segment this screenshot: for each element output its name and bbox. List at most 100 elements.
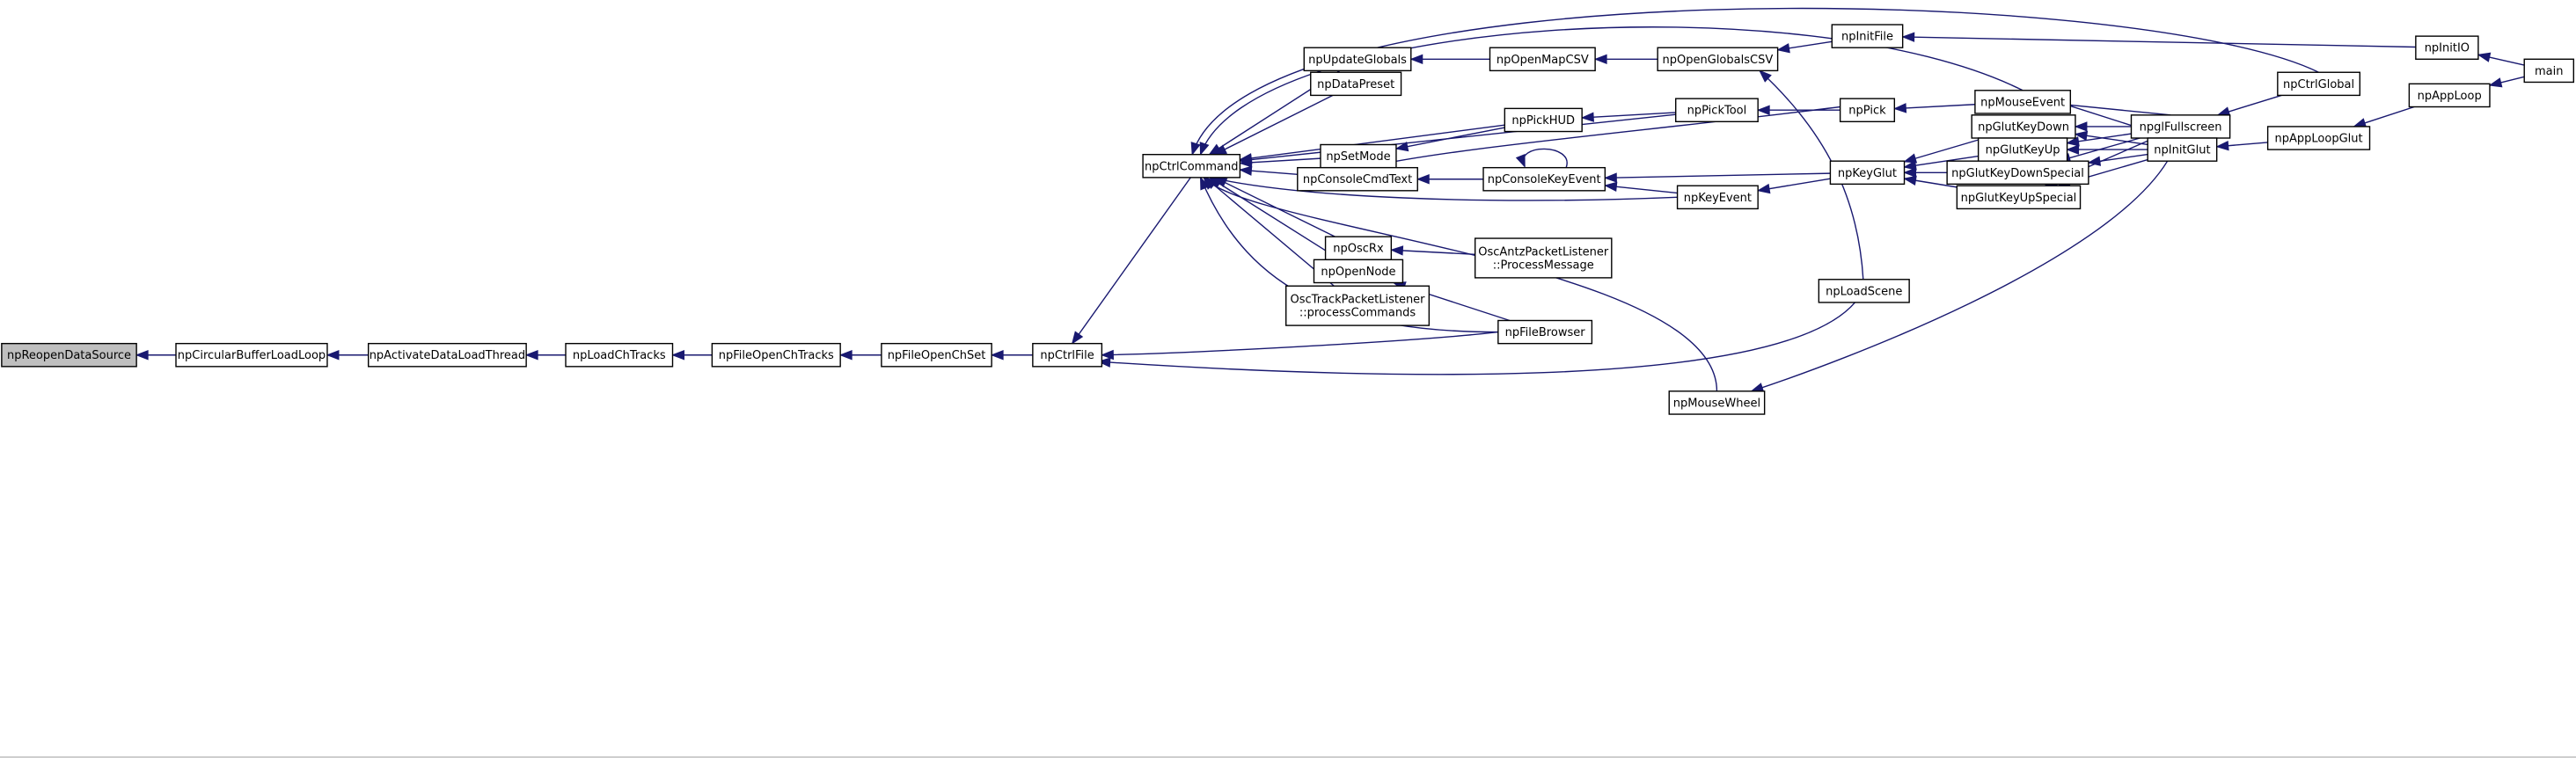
edge-arrowhead <box>1903 153 1918 164</box>
node-label: npKeyEvent <box>1684 192 1752 205</box>
node-box <box>1956 185 2082 210</box>
node-box <box>565 342 674 368</box>
node-npReopenDataSource[interactable]: npReopenDataSource <box>1 342 137 368</box>
edge-arrowhead <box>1238 154 1253 165</box>
node-npOpenMapCSV[interactable]: npOpenMapCSV <box>1489 47 1596 72</box>
edge-arrowhead <box>838 350 853 361</box>
node-npCtrlFile[interactable]: npCtrlFile <box>1032 342 1103 368</box>
edge-arrowhead <box>1756 105 1770 115</box>
node-box <box>1946 160 2089 186</box>
node-box <box>2277 71 2361 97</box>
node-npPick[interactable]: npPick <box>1839 98 1896 123</box>
edge-npConsoleKeyEvent-to-npConsoleCmdText <box>1416 174 1484 185</box>
edge-arrowhead <box>2066 144 2080 155</box>
node-box <box>1504 107 1583 133</box>
node-npOpenNode[interactable]: npOpenNode <box>1313 259 1404 284</box>
node-npFileBrowser[interactable]: npFileBrowser <box>1497 319 1593 345</box>
node-label: npOscRx <box>1333 243 1384 256</box>
node-npConsoleKeyEvent[interactable]: npConsoleKeyEvent <box>1482 166 1606 192</box>
edge-line <box>1098 302 1855 375</box>
node-label: npActivateDataLoadThread <box>370 349 525 362</box>
edge-npGlutKeyUp-to-npKeyGlut <box>1903 155 1979 171</box>
node-box <box>1032 342 1103 368</box>
edge-arrowhead <box>1515 153 1526 168</box>
edge-line <box>1072 177 1191 345</box>
node-npPickHUD[interactable]: npPickHUD <box>1504 107 1583 133</box>
edge-npCtrlGlobal-to-npCtrlCommand <box>1190 7 2319 157</box>
node-npGlutKeyUp[interactable]: npGlutKeyUp <box>1977 137 2068 162</box>
edge-npOpenMapCSV-to-npUpdateGlobals <box>1409 54 1490 65</box>
edge-line <box>1101 331 1498 356</box>
node-npGlutKeyDown[interactable]: npGlutKeyDown <box>1971 114 2076 139</box>
node-npDataPreset[interactable]: npDataPreset <box>1310 71 1402 97</box>
edge-npInitGlut-to-npGlutKeyUp <box>2066 144 2148 155</box>
node-label: npConsoleKeyEvent <box>1488 173 1601 186</box>
edge-arrowhead <box>990 350 1004 361</box>
edge-npActivateDataLoadThread-to-npCircularBufferLoadLoop <box>326 350 369 361</box>
node-npglFullscreen[interactable]: npglFullscreen <box>2130 114 2231 139</box>
node-npKeyGlut[interactable]: npKeyGlut <box>1829 160 1906 186</box>
node-label: npPickTool <box>1687 105 1747 118</box>
node-npCircularBufferLoadLoop[interactable]: npCircularBufferLoadLoop <box>175 342 328 368</box>
node-box <box>1320 143 1397 169</box>
edge-line <box>1605 185 1678 194</box>
node-box <box>1829 160 1906 186</box>
node-npOpenGlobalsCSV[interactable]: npOpenGlobalsCSV <box>1657 47 1779 72</box>
node-npLoadChTracks[interactable]: npLoadChTracks <box>565 342 674 368</box>
node-OscTrackPacketListener[interactable]: OscTrackPacketListener::processCommands <box>1285 285 1431 326</box>
node-npKeyEvent[interactable]: npKeyEvent <box>1676 185 1759 210</box>
node-box <box>2415 35 2479 60</box>
node-main[interactable]: main <box>2523 58 2574 84</box>
node-box <box>175 342 328 368</box>
edge-arrowhead <box>135 350 149 361</box>
node-npConsoleCmdText[interactable]: npConsoleCmdText <box>1297 166 1418 192</box>
edge-arrowhead <box>1416 174 1430 185</box>
edge-npLoadChTracks-to-npActivateDataLoadThread <box>524 350 567 361</box>
node-box <box>2266 126 2371 150</box>
edge-npMouseEvent-to-npPick <box>1892 103 1975 113</box>
node-label: npLoadScene <box>1826 285 1902 298</box>
node-box <box>1 342 137 368</box>
node-label: npGlutKeyDownSpecial <box>1951 167 2084 180</box>
edge-line <box>1395 127 1505 149</box>
node-npAppLoop[interactable]: npAppLoop <box>2408 83 2491 108</box>
node-npUpdateGlobals[interactable]: npUpdateGlobals <box>1303 47 1412 72</box>
node-npFileOpenChTracks[interactable]: npFileOpenChTracks <box>711 342 841 368</box>
edge-arrowhead <box>1238 165 1253 176</box>
edge-npCtrlFile-to-npFileOpenChSet <box>990 350 1033 361</box>
node-label: npMouseWheel <box>1673 397 1760 410</box>
node-npOscRx[interactable]: npOscRx <box>1324 236 1393 261</box>
node-npPickTool[interactable]: npPickTool <box>1675 98 1759 123</box>
edge-npAppLoopGlut-to-npInitGlut <box>2215 140 2268 151</box>
node-npGlutKeyDownSpecial[interactable]: npGlutKeyDownSpecial <box>1946 160 2089 186</box>
edge-line <box>1758 178 1831 192</box>
node-label: npglFullscreen <box>2140 120 2222 134</box>
node-label: npCircularBufferLoadLoop <box>178 349 326 362</box>
node-box <box>1839 98 1896 123</box>
node-npMouseEvent[interactable]: npMouseEvent <box>1974 90 2072 114</box>
node-npCtrlGlobal[interactable]: npCtrlGlobal <box>2277 71 2361 97</box>
node-npInitFile[interactable]: npInitFile <box>1831 24 1904 48</box>
node-label: npKeyGlut <box>1838 167 1897 180</box>
node-box <box>1142 154 1241 179</box>
node-npGlutKeyUpSpecial[interactable]: npGlutKeyUpSpecial <box>1956 185 2082 210</box>
node-box <box>1818 279 1910 303</box>
node-npAppLoopGlut[interactable]: npAppLoopGlut <box>2266 126 2371 150</box>
edge-arrowhead <box>524 350 538 361</box>
node-npFileOpenChSet[interactable]: npFileOpenChSet <box>881 342 992 368</box>
node-npCtrlCommand[interactable]: npCtrlCommand <box>1142 154 1241 179</box>
node-npActivateDataLoadThread[interactable]: npActivateDataLoadThread <box>368 342 527 368</box>
node-npInitGlut[interactable]: npInitGlut <box>2147 137 2218 162</box>
nodes-layer: npReopenDataSource npCircularBufferLoadLo… <box>1 24 2574 415</box>
node-npMouseWheel[interactable]: npMouseWheel <box>1668 390 1766 415</box>
node-label: npMouseEvent <box>1980 96 2065 109</box>
node-box <box>2408 83 2491 108</box>
edge-line <box>1582 112 1676 119</box>
node-npLoadScene[interactable]: npLoadScene <box>1818 279 1910 303</box>
node-npSetMode[interactable]: npSetMode <box>1320 143 1397 169</box>
edge-npMouseWheel-to-npCtrlCommand <box>1203 176 1718 391</box>
node-npInitIO[interactable]: npInitIO <box>2415 35 2479 60</box>
edge-line <box>1904 137 1985 163</box>
node-OscAntzPacketListener[interactable]: OscAntzPacketListener::ProcessMessage <box>1474 237 1613 279</box>
